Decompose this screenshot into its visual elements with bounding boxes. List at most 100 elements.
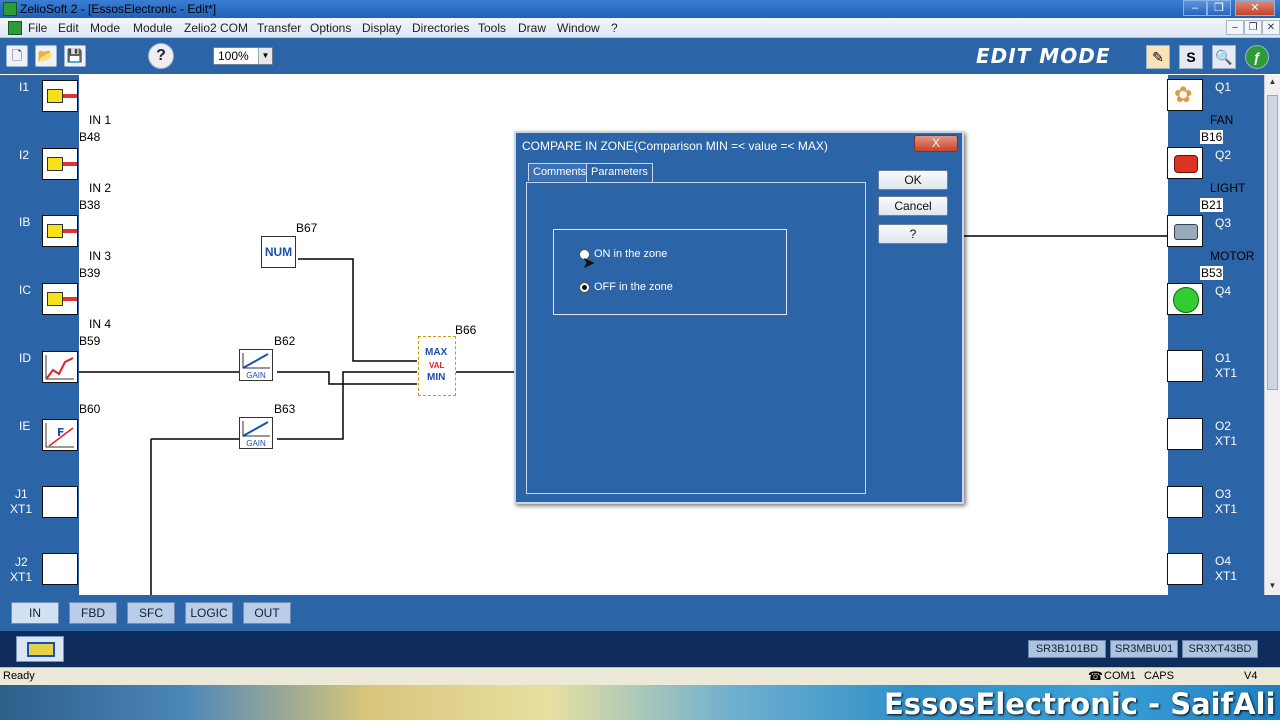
block-label: B59 [79,334,101,348]
menu-draw[interactable]: Draw [518,21,547,35]
module-config-icon[interactable] [16,636,64,662]
status-text: Ready [3,670,35,682]
module-badge[interactable]: SR3B101BD [1028,640,1106,658]
simulation-button[interactable]: S [1179,45,1203,69]
monitor-icon[interactable]: 🔍 [1212,45,1236,69]
num-block[interactable]: NUM [261,236,296,268]
toolbar: 🗋 📂 💾 ? 100%▼ EDIT MODE ✎ S 🔍 ƒ [0,38,1280,74]
output-slot[interactable] [1167,147,1203,179]
minimize-icon[interactable]: – [1183,0,1207,16]
scroll-down-icon[interactable]: ▼ [1268,581,1277,590]
scroll-up-icon[interactable]: ▲ [1268,77,1277,86]
motor-icon [1174,224,1198,240]
tab-fbd[interactable]: FBD [69,602,117,624]
module-badge[interactable]: SR3MBU01 [1110,640,1178,658]
input-name: IN 3 [89,249,112,263]
document-icon [8,21,22,35]
output-slot[interactable] [1167,283,1203,315]
output-slot-empty[interactable] [1167,418,1203,450]
app-icon [3,2,17,16]
maximize-icon[interactable]: ❐ [1207,0,1231,16]
help-icon[interactable]: ? [148,43,174,69]
input-slot[interactable] [42,215,78,247]
menu-module[interactable]: Module [133,21,173,35]
tab-parameters[interactable]: Parameters [586,163,653,183]
output-slot-empty[interactable] [1167,486,1203,518]
module-badge[interactable]: SR3XT43BD [1182,640,1258,658]
dialog-close-button[interactable]: X [914,135,958,152]
radio-off-in-zone[interactable] [579,282,590,293]
tab-comments[interactable]: Comments [528,163,592,181]
input-slot[interactable] [42,80,78,112]
menu-file[interactable]: File [28,21,48,35]
input-slot[interactable] [42,351,78,383]
save-icon[interactable]: 💾 [64,45,86,67]
menu-mode[interactable]: Mode [90,21,121,35]
ok-button[interactable]: OK [878,170,948,190]
input-name: IN 4 [89,317,112,331]
chevron-down-icon[interactable]: ▼ [258,48,272,64]
tab-in[interactable]: IN [11,602,59,624]
input-sub: XT1 [10,570,33,584]
edit-mode-icon[interactable]: ✎ [1146,45,1170,69]
output-sub: XT1 [1215,366,1238,380]
input-slot-empty[interactable] [42,486,78,518]
menu-options[interactable]: Options [310,21,352,35]
new-file-icon[interactable]: 🗋 [6,45,28,67]
menu-transfer[interactable]: Transfer [257,21,302,35]
version-indicator: V4 [1244,670,1258,682]
menu-display[interactable]: Display [362,21,402,35]
output-slot-empty[interactable] [1167,350,1203,382]
output-id: O4 [1215,554,1232,568]
input-name: IN 1 [89,113,112,127]
output-slot[interactable]: ✿ [1167,79,1203,111]
tab-out[interactable]: OUT [243,602,291,624]
mdi-minimize-icon[interactable]: – [1226,20,1244,35]
open-folder-icon[interactable]: 📂 [35,45,57,67]
dialog-help-button[interactable]: ? [878,224,948,244]
menu-help[interactable]: ? [611,21,618,35]
output-id: Q4 [1215,284,1232,298]
mdi-restore-icon[interactable]: ❐ [1244,20,1262,35]
output-slot-empty[interactable] [1167,553,1203,585]
close-icon[interactable]: ✕ [1235,0,1275,16]
output-sub: XT1 [1215,502,1238,516]
switch-icon [47,89,63,103]
block-label: B48 [79,130,101,144]
mdi-close-icon[interactable]: ✕ [1262,20,1280,35]
vertical-scrollbar[interactable]: ▲ ▼ [1264,75,1280,595]
zoom-select[interactable]: 100% ▼ [213,47,273,65]
analog-input-icon [45,355,74,380]
cancel-button[interactable]: Cancel [878,196,948,216]
tab-logic[interactable]: LOGIC [185,602,233,624]
scroll-thumb[interactable] [1267,95,1278,390]
menu-window[interactable]: Window [557,21,600,35]
mouse-cursor-icon: ➤ [582,255,596,272]
gain-block[interactable]: GAIN [239,417,273,449]
taskbar [0,685,1280,720]
tab-sfc[interactable]: SFC [127,602,175,624]
input-id: IC [19,283,31,297]
input-slot[interactable] [42,148,78,180]
block-label: B53 [1200,266,1224,280]
menu-tools[interactable]: Tools [478,21,507,35]
frequency-input-icon: F [45,423,74,448]
block-label: B62 [274,334,296,348]
module-bar: SR3B101BD SR3MBU01 SR3XT43BD [0,631,1280,667]
radio-on-in-zone[interactable] [579,249,590,260]
zoom-value: 100% [218,49,249,63]
input-slot[interactable]: F [42,419,78,451]
output-slot[interactable] [1167,215,1203,247]
input-slot[interactable] [42,283,78,315]
compare-in-zone-block[interactable]: MAX VAL MIN [418,336,456,396]
status-bar: Ready ☎ COM1 CAPS V4 [0,667,1280,685]
gain-block[interactable]: GAIN [239,349,273,381]
block-label: B39 [79,266,101,280]
menu-directories[interactable]: Directories [412,21,470,35]
phone-icon: ☎ [1088,669,1103,683]
zone-option-group: ON in the zone OFF in the zone [553,229,787,315]
output-id: O3 [1215,487,1232,501]
menu-zelio2com[interactable]: Zelio2 COM [184,21,249,35]
input-slot-empty[interactable] [42,553,78,585]
menu-edit[interactable]: Edit [58,21,79,35]
